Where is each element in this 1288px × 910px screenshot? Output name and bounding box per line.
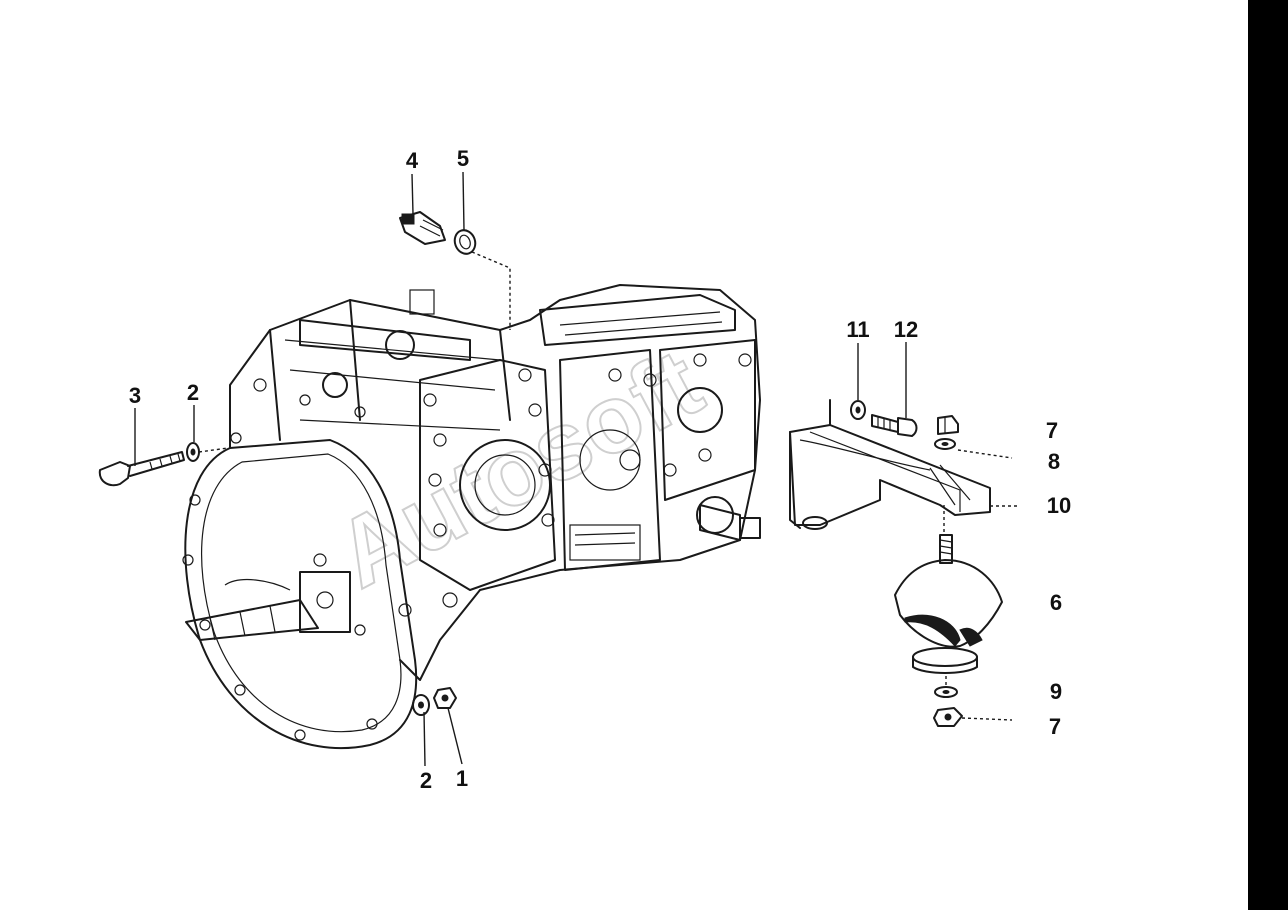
callout-2a: 2: [187, 380, 199, 405]
part-8-washer: [934, 438, 956, 450]
part-6-rubber-mount: [894, 534, 1003, 674]
callout-4: 4: [406, 148, 419, 173]
callout-8: 8: [1048, 449, 1060, 474]
callout-6: 6: [1050, 590, 1062, 615]
right-border-bar: [1248, 0, 1288, 910]
callout-10: 10: [1047, 493, 1071, 518]
part-7-nut-bottom: [933, 707, 963, 727]
part-9-washer: [934, 686, 958, 698]
watermark-text: Autosoft: [320, 329, 719, 609]
callout-2b: 2: [420, 768, 432, 793]
callout-11: 11: [846, 317, 869, 342]
callout-labels: 1 2 2 3 4 5 6 7 7 8 9 10 11 12: [129, 146, 1071, 793]
watermark: Autosoft: [319, 328, 720, 610]
part-1-nut: [433, 687, 457, 709]
callout-5: 5: [457, 146, 469, 171]
callout-12: 12: [894, 317, 918, 342]
part-2-washer-left: [186, 442, 200, 462]
part-5-seal-ring: [453, 229, 477, 255]
callout-7a: 7: [1046, 418, 1058, 443]
part-11-washer: [850, 400, 866, 420]
callout-7b: 7: [1049, 714, 1061, 739]
part-12-bolt: [871, 414, 918, 437]
callout-9: 9: [1050, 679, 1062, 704]
part-3-bolt: [98, 451, 185, 487]
callout-3: 3: [129, 383, 141, 408]
callout-1: 1: [456, 766, 468, 791]
part-10-bracket: [789, 399, 991, 530]
part-4-sensor: [399, 211, 446, 245]
part-2-washer-lower: [412, 694, 430, 716]
part-7-nut-top: [937, 415, 959, 435]
gearbox-housing: [182, 284, 761, 750]
leader-lines: [134, 171, 907, 767]
